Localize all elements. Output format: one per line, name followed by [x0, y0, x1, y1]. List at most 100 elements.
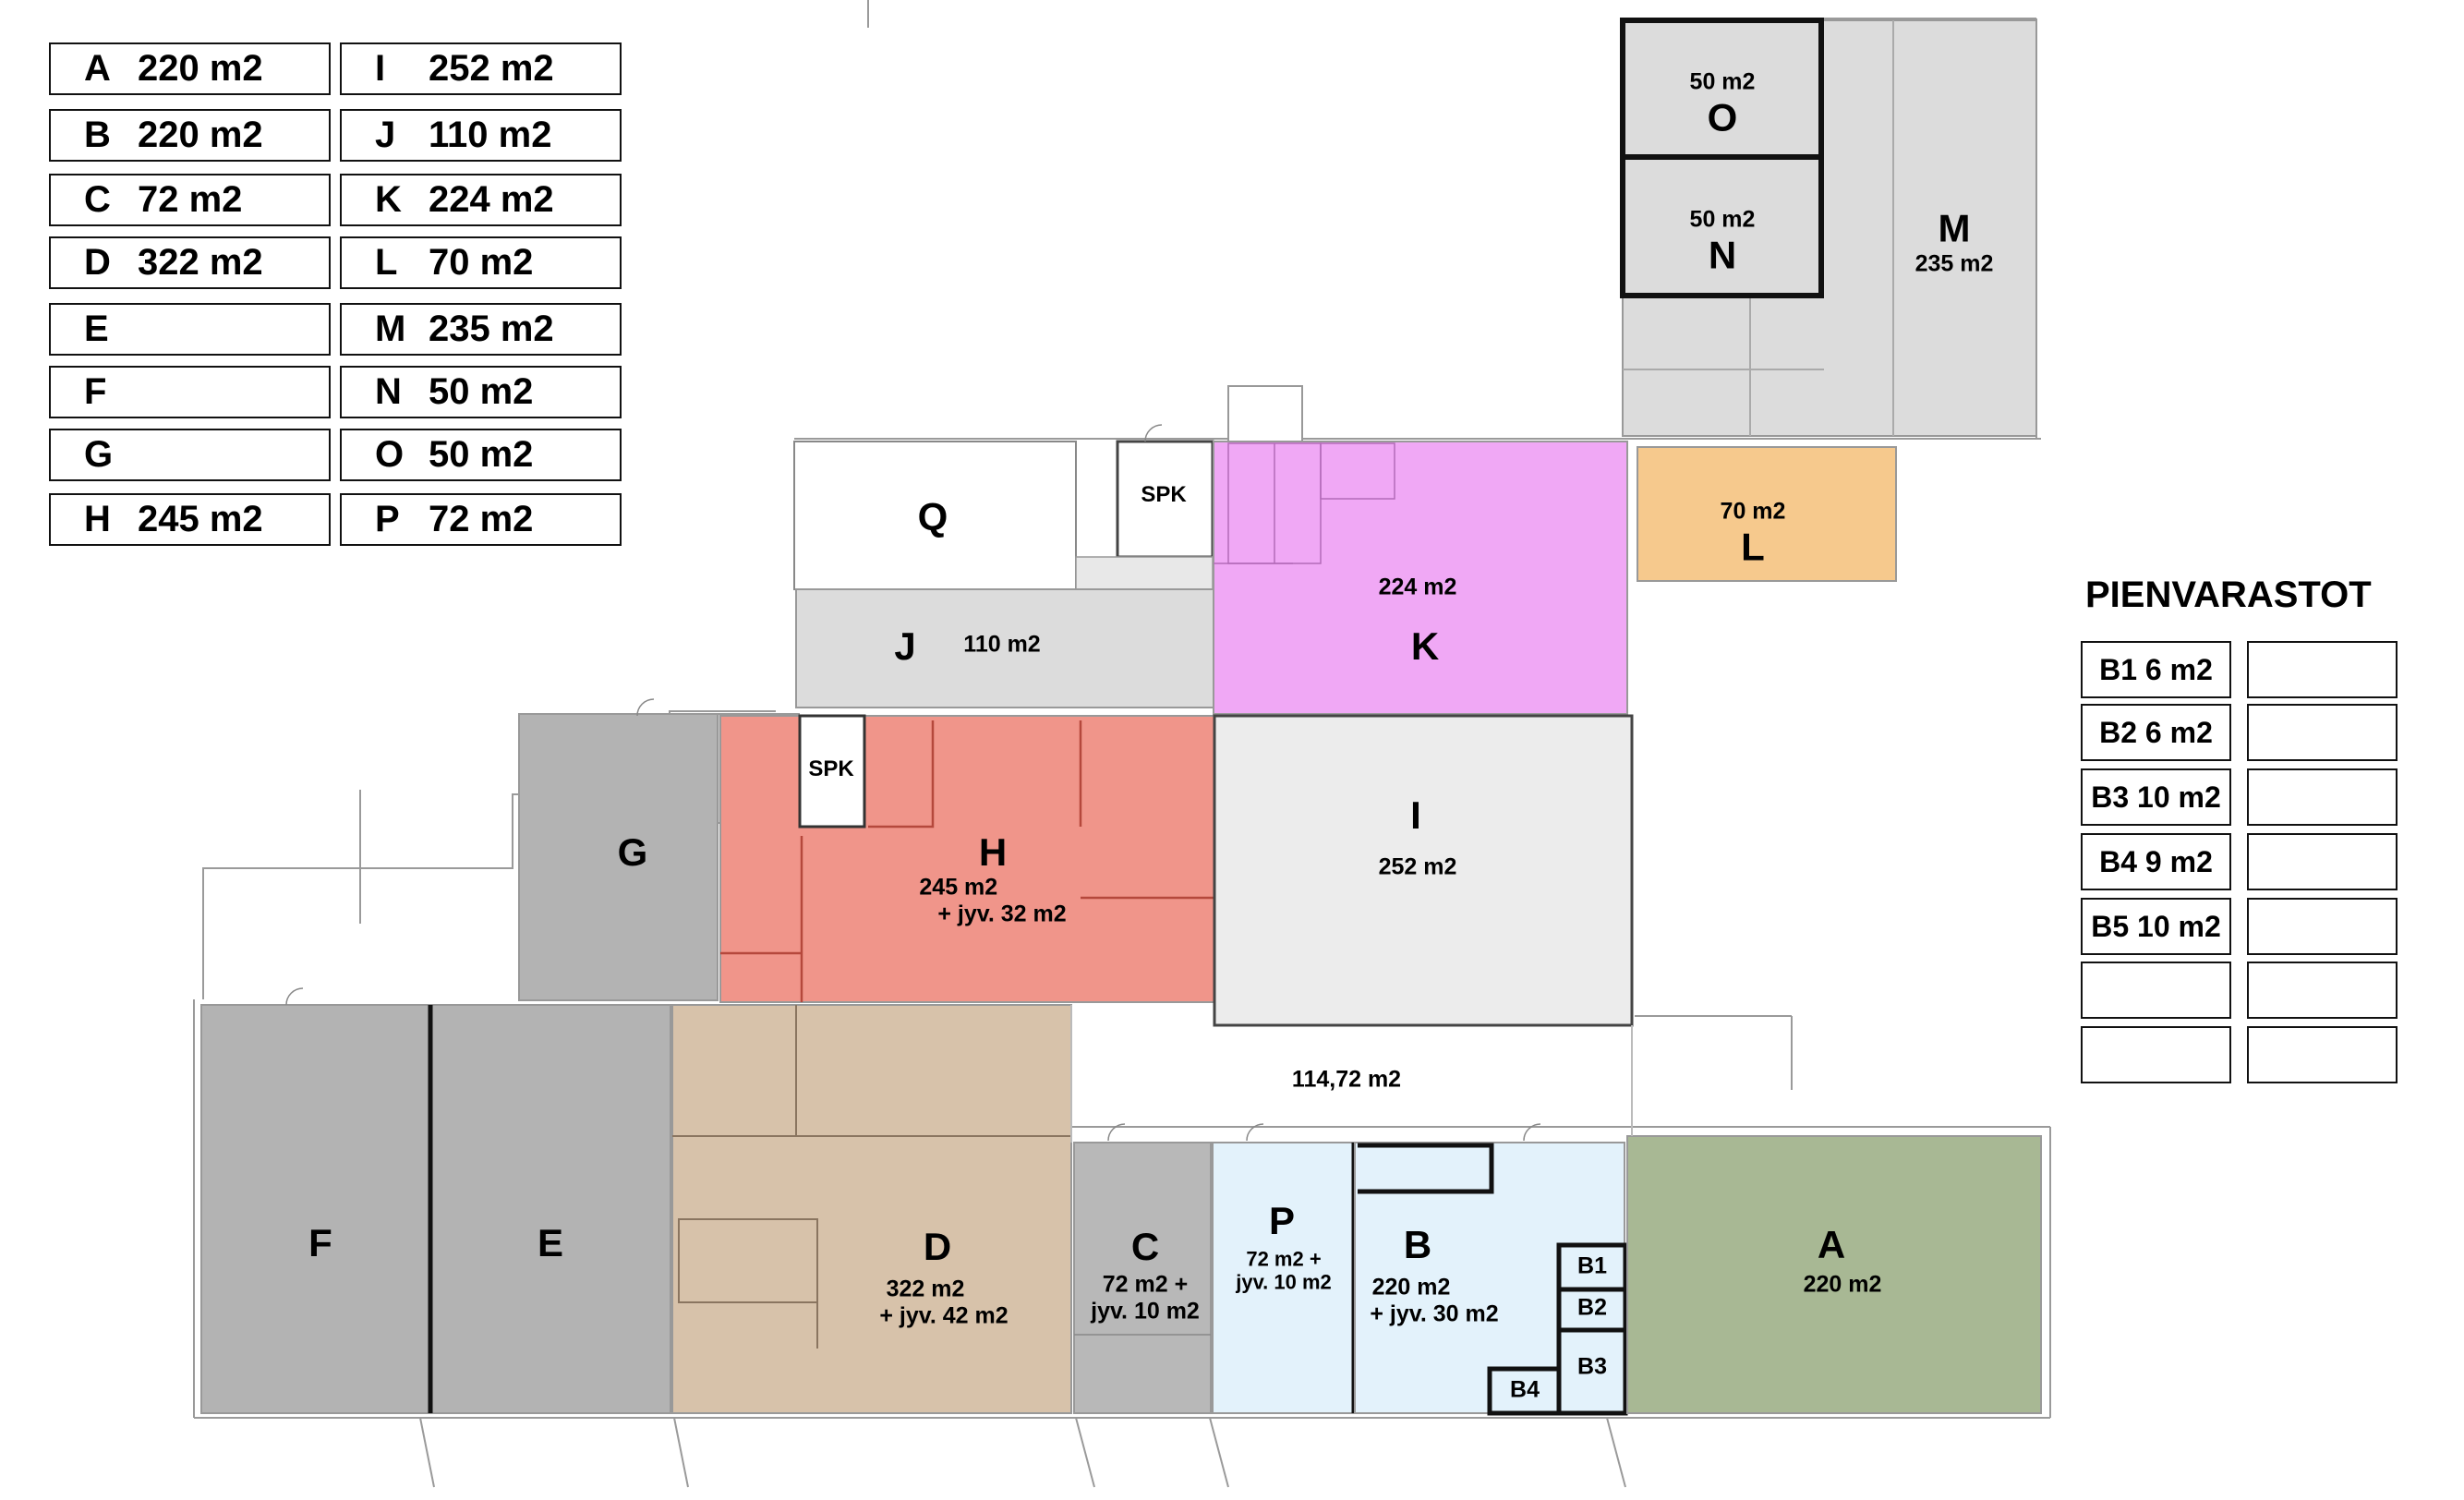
legend-code: H — [84, 499, 111, 539]
legend-entry-j: J 110 m2 — [340, 109, 622, 162]
room-label-B4: B4 — [1510, 1376, 1540, 1403]
room-P — [1212, 1142, 1354, 1414]
room-Q — [793, 441, 1077, 590]
room-name-N: N — [1708, 233, 1737, 277]
room-area-C-main: 72 m2 + — [1102, 1271, 1189, 1298]
room-label-L: 70 m2 L — [1721, 498, 1786, 569]
room-area-H-main: 245 m2 — [919, 874, 998, 901]
legend-code: P — [375, 499, 400, 539]
room-name-A: A — [1817, 1222, 1846, 1266]
pienvarastot-title: PIENVARASTOT — [2085, 575, 2372, 615]
legend-area: 110 m2 — [429, 115, 552, 155]
room-area-D-main: 322 m2 — [886, 1276, 965, 1302]
room-N — [1620, 154, 1824, 298]
room-area-P: 72 m2 + jyv. 10 m2 — [1236, 1248, 1332, 1295]
legend-entry-o: O 50 m2 — [340, 429, 622, 481]
legend-code: D — [84, 242, 111, 283]
room-name-I: I — [1410, 792, 1421, 837]
room-area-D: 322 m2 + jyv. 42 m2 — [879, 1276, 1008, 1329]
room-area-B: 220 m2 + jyv. 30 m2 — [1370, 1274, 1498, 1327]
pienvarasto-entry: B1 6 m2 — [2081, 641, 2231, 698]
pienvarasto-entry — [2081, 962, 2231, 1019]
pienvarasto-entry: B2 6 m2 — [2081, 704, 2231, 761]
legend-entry-n: N 50 m2 — [340, 366, 622, 418]
pienvarasto-entry-blank — [2247, 1026, 2398, 1083]
room-name-C: C — [1130, 1224, 1160, 1268]
room-label-spk-top: SPK — [1141, 482, 1187, 508]
room-O — [1620, 18, 1824, 160]
pienvarasto-entry-blank — [2247, 768, 2398, 826]
room-name-G: G — [617, 829, 648, 874]
room-label-B3: B3 — [1577, 1353, 1607, 1380]
room-name-P: P — [1268, 1198, 1296, 1242]
pienvarasto-entry-blank — [2247, 962, 2398, 1019]
room-area-A: 220 m2 — [1803, 1271, 1882, 1298]
legend-code: J — [375, 115, 396, 155]
room-area-L: 70 m2 — [1720, 498, 1786, 525]
room-I — [1213, 714, 1634, 1027]
room-label-N: 50 m2 N — [1690, 206, 1756, 277]
corridor-area: 114,72 m2 — [1291, 1066, 1402, 1093]
room-E — [429, 1004, 671, 1414]
room-label-B1: B1 — [1577, 1252, 1607, 1279]
room-name-Q: Q — [917, 494, 948, 538]
room-name-D: D — [923, 1224, 952, 1268]
legend-code: K — [375, 179, 402, 220]
room-L — [1637, 446, 1897, 582]
legend-entry-e: E — [49, 303, 331, 356]
pienvarasto-entry-blank — [2247, 641, 2398, 698]
legend-area: 50 m2 — [429, 434, 534, 475]
room-area-H: 245 m2 + jyv. 32 m2 — [919, 874, 1067, 927]
legend-area: 50 m2 — [429, 371, 534, 412]
room-area-C-extra: jyv. 10 m2 — [1091, 1298, 1200, 1324]
legend-area: 224 m2 — [429, 179, 554, 220]
room-F — [200, 1004, 431, 1414]
room-name-O: O — [1707, 95, 1738, 139]
room-label-O: 50 m2 O — [1690, 68, 1756, 139]
legend-code: F — [84, 371, 107, 412]
legend-entry-d: D 322 m2 — [49, 236, 331, 289]
room-area-I: 252 m2 — [1378, 853, 1457, 880]
legend-code: N — [375, 371, 402, 412]
room-area-J: 110 m2 — [963, 631, 1041, 658]
room-H — [719, 715, 1215, 1003]
room-area-P-extra: jyv. 10 m2 — [1236, 1271, 1332, 1294]
legend-code: O — [375, 434, 405, 475]
room-label-B2: B2 — [1577, 1294, 1607, 1321]
pienvarasto-entry: B3 10 m2 — [2081, 768, 2231, 826]
legend-code: C — [84, 179, 111, 220]
legend-area: 252 m2 — [429, 48, 554, 89]
legend-area: 220 m2 — [138, 48, 263, 89]
room-label-Q: Q — [918, 495, 948, 539]
room-area-B-extra: + jyv. 30 m2 — [1370, 1300, 1499, 1326]
legend-area: 235 m2 — [429, 308, 554, 349]
room-name-E: E — [537, 1220, 564, 1264]
legend-area: 322 m2 — [138, 242, 263, 283]
room-name-H: H — [978, 829, 1008, 874]
room-K — [1213, 441, 1628, 715]
pienvarasto-entry: B4 9 m2 — [2081, 833, 2231, 890]
room-area-N: 50 m2 — [1689, 206, 1756, 233]
room-C — [1073, 1142, 1212, 1414]
room-area-C: 72 m2 + jyv. 10 m2 — [1091, 1271, 1200, 1325]
room-D — [671, 1004, 1072, 1414]
room-name-F: F — [308, 1220, 332, 1264]
room-area-P-main: 72 m2 + — [1246, 1247, 1322, 1271]
legend-area: 245 m2 — [138, 499, 263, 539]
room-area-D-extra: + jyv. 42 m2 — [879, 1302, 1009, 1328]
legend-code: A — [84, 48, 111, 89]
room-name-K: K — [1410, 623, 1440, 668]
room-area-H-extra: + jyv. 32 m2 — [937, 901, 1067, 926]
room-A — [1626, 1135, 2042, 1414]
room-name-J: J — [894, 623, 916, 668]
room-area-K: 224 m2 — [1378, 574, 1457, 600]
room-area-O: 50 m2 — [1689, 68, 1756, 95]
legend-entry-a: A 220 m2 — [49, 42, 331, 95]
pienvarasto-entry-blank — [2247, 833, 2398, 890]
